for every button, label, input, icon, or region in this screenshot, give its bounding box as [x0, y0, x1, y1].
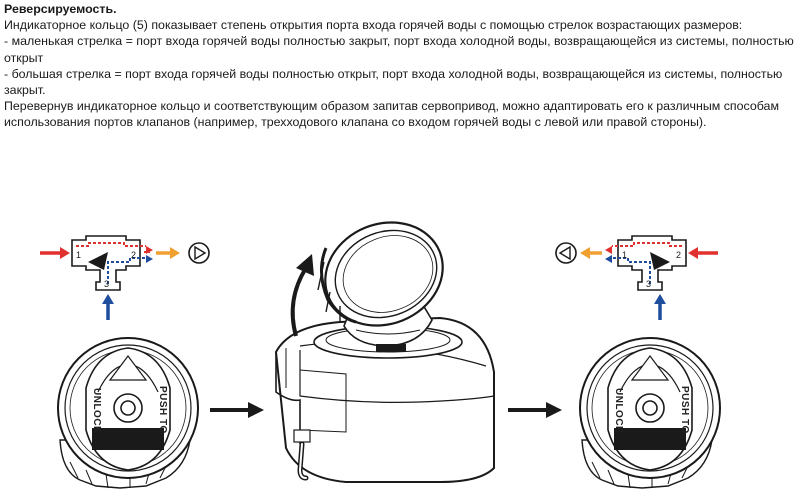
port-label-2: 2 — [676, 250, 681, 260]
indicator-ring-lifted — [317, 221, 444, 327]
right-valve-diagram: 1 2 3 — [555, 235, 718, 320]
pump-icon — [188, 242, 210, 264]
port-label-3: 3 — [646, 279, 651, 289]
servo-actuator — [274, 299, 495, 483]
section-title: Реверсируемость. — [4, 2, 117, 16]
port-label-1: 1 — [622, 250, 627, 260]
valve-body-outline — [71, 235, 141, 291]
knob-unlock-label: UNLOCK — [613, 388, 624, 434]
lift-arrow — [290, 254, 314, 337]
paragraph-small-arrow: - маленькая стрелка = порт входа горячей… — [4, 34, 794, 65]
left-valve-diagram: 1 2 3 — [40, 235, 210, 320]
knob-pointer — [630, 355, 670, 381]
knob-pointer — [108, 355, 148, 381]
indicator-arrow-icon — [88, 252, 108, 270]
knob-push-label: PUSH TO — [157, 386, 168, 434]
actuator-housing — [274, 316, 495, 483]
paragraph-large-arrow: - большая стрелка = порт входа горячей в… — [4, 66, 783, 98]
knob-unlock-label: UNLOCK — [91, 388, 102, 434]
paragraph-intro: Индикаторное кольцо (5) показывает степе… — [4, 18, 743, 33]
pump-icon — [555, 242, 577, 264]
document-text: Реверсируемость. Индикаторное кольцо (5)… — [4, 1, 810, 131]
indicator-arrow-icon — [650, 252, 670, 270]
knob-push-label: PUSH TO — [679, 386, 690, 434]
hot-flow-line — [612, 242, 682, 247]
right-indicator-knob: UNLOCK PUSH TO — [579, 337, 721, 489]
center-to-right-arrow — [508, 402, 562, 418]
paragraph-reversibility: Перевернув индикаторное кольцо и соответ… — [4, 99, 779, 130]
port-label-3: 3 — [104, 279, 109, 289]
hot-flow-line — [76, 242, 146, 247]
port-label-2: 2 — [131, 250, 136, 260]
port-label-1: 1 — [76, 250, 81, 260]
left-to-center-arrow — [210, 402, 264, 418]
valve-body-outline — [617, 235, 687, 291]
left-indicator-knob: UNLOCK PUSH TO — [57, 337, 199, 489]
